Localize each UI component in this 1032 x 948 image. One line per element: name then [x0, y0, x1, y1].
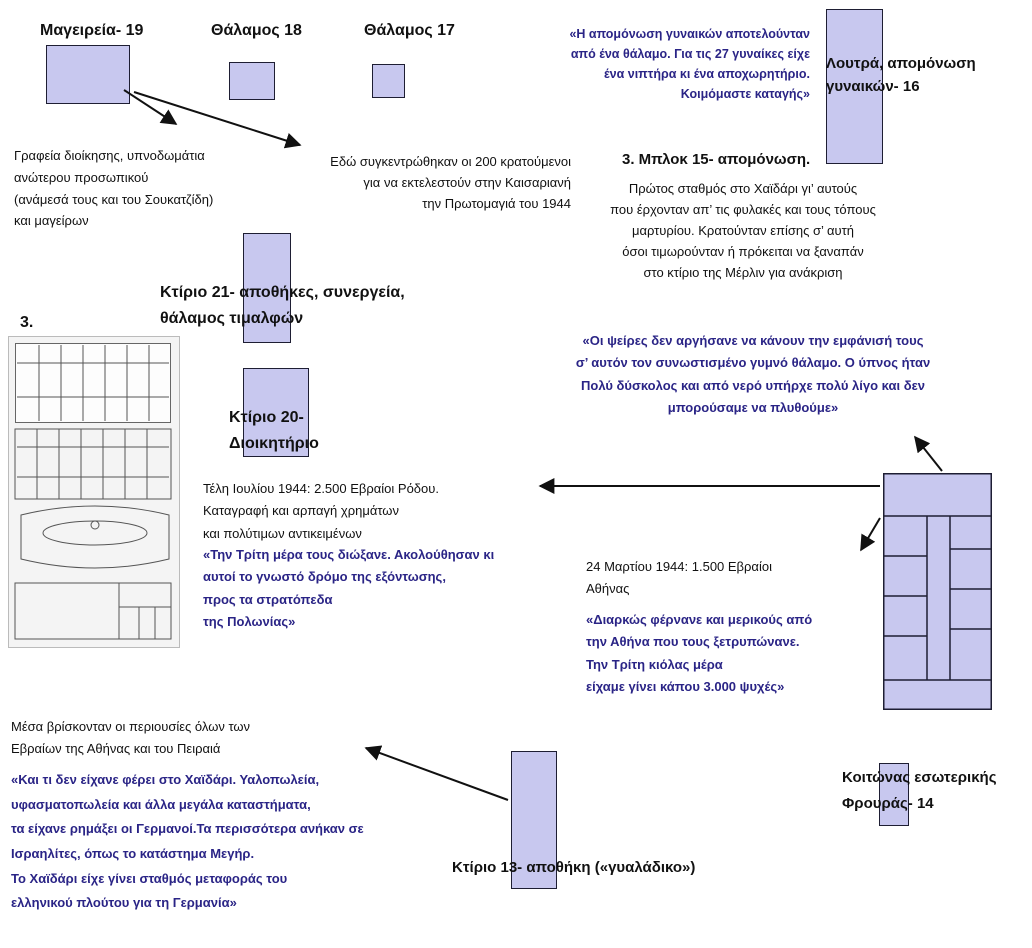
property-quote: «Και τι δεν είχανε φέρει στο Χαϊδάρι. Υα… [11, 772, 364, 911]
ward-17-box [372, 64, 405, 98]
building-21-box [243, 233, 291, 343]
block-15-floorplan [883, 473, 992, 710]
plan-block-top [15, 343, 171, 423]
building-13-label: Κτίριο 13- αποθήκη («γυαλάδικο») [452, 859, 696, 876]
baths-box [826, 9, 883, 164]
ward-18-label: Θάλαμος 18 [211, 22, 302, 39]
ward-18-box [229, 62, 275, 100]
camp-plan-sketch [8, 336, 180, 648]
arrow-kitchen-executed [133, 91, 302, 149]
rhodes-quote: «Την Τρίτη μέρα τους διώξανε. Ακολούθησα… [203, 547, 495, 630]
block-15-title: 3. Μπλοκ 15- απομόνωση. [622, 151, 811, 168]
guard-box [879, 763, 909, 826]
building-13-box [511, 751, 557, 889]
arrow-building13-property [364, 745, 509, 801]
arrow-block15-up [914, 435, 943, 472]
athens-text: 24 Μαρτίου 1944: 1.500 Εβραίοι Αθήνας [586, 559, 772, 597]
kitchen-label: Μαγειρεία- 19 [40, 22, 144, 39]
block-15-description: Πρώτος σταθμός στο Χαϊδάρι γι’ αυτούς πο… [610, 181, 876, 281]
baths-label: Λουτρά, απομόνωση γυναικών- 16 [826, 55, 976, 96]
arrow-block15-athens [860, 517, 881, 552]
building-21-label: Κτίριο 21- αποθήκες, συνεργεία, θάλαμος … [160, 284, 405, 327]
plan-number: 3. [20, 314, 34, 331]
guard-label: Κοιτώνας εσωτερικής Φρουράς- 14 [842, 769, 997, 812]
athens-quote: «Διαρκώς φέρνανε και μερικούς από την Αθ… [586, 612, 813, 695]
building-20-box [243, 368, 309, 457]
arrow-kitchen-offices [123, 89, 178, 125]
building-20-label: Κτίριο 20- Διοικητήριο [229, 409, 319, 452]
property-text: Μέσα βρίσκονταν οι περιουσίες όλων των Ε… [11, 719, 251, 757]
executed-text: Εδώ συγκεντρώθηκαν οι 200 κρατούμενοι γι… [330, 154, 571, 212]
kitchen-box [46, 45, 130, 104]
rhodes-text: Τέλη Ιουλίου 1944: 2.500 Εβραίοι Ρόδου. … [203, 481, 439, 541]
block-15-quote: «Οι ψείρες δεν αργήσανε να κάνουν την εμ… [575, 333, 931, 416]
offices-text: Γραφεία διοίκησης, υπνοδωμάτια ανώτερου … [14, 148, 214, 229]
ward-17-label: Θάλαμος 17 [364, 22, 455, 39]
women-quote: «Η απομόνωση γυναικών αποτελούνταν από έ… [569, 27, 810, 101]
